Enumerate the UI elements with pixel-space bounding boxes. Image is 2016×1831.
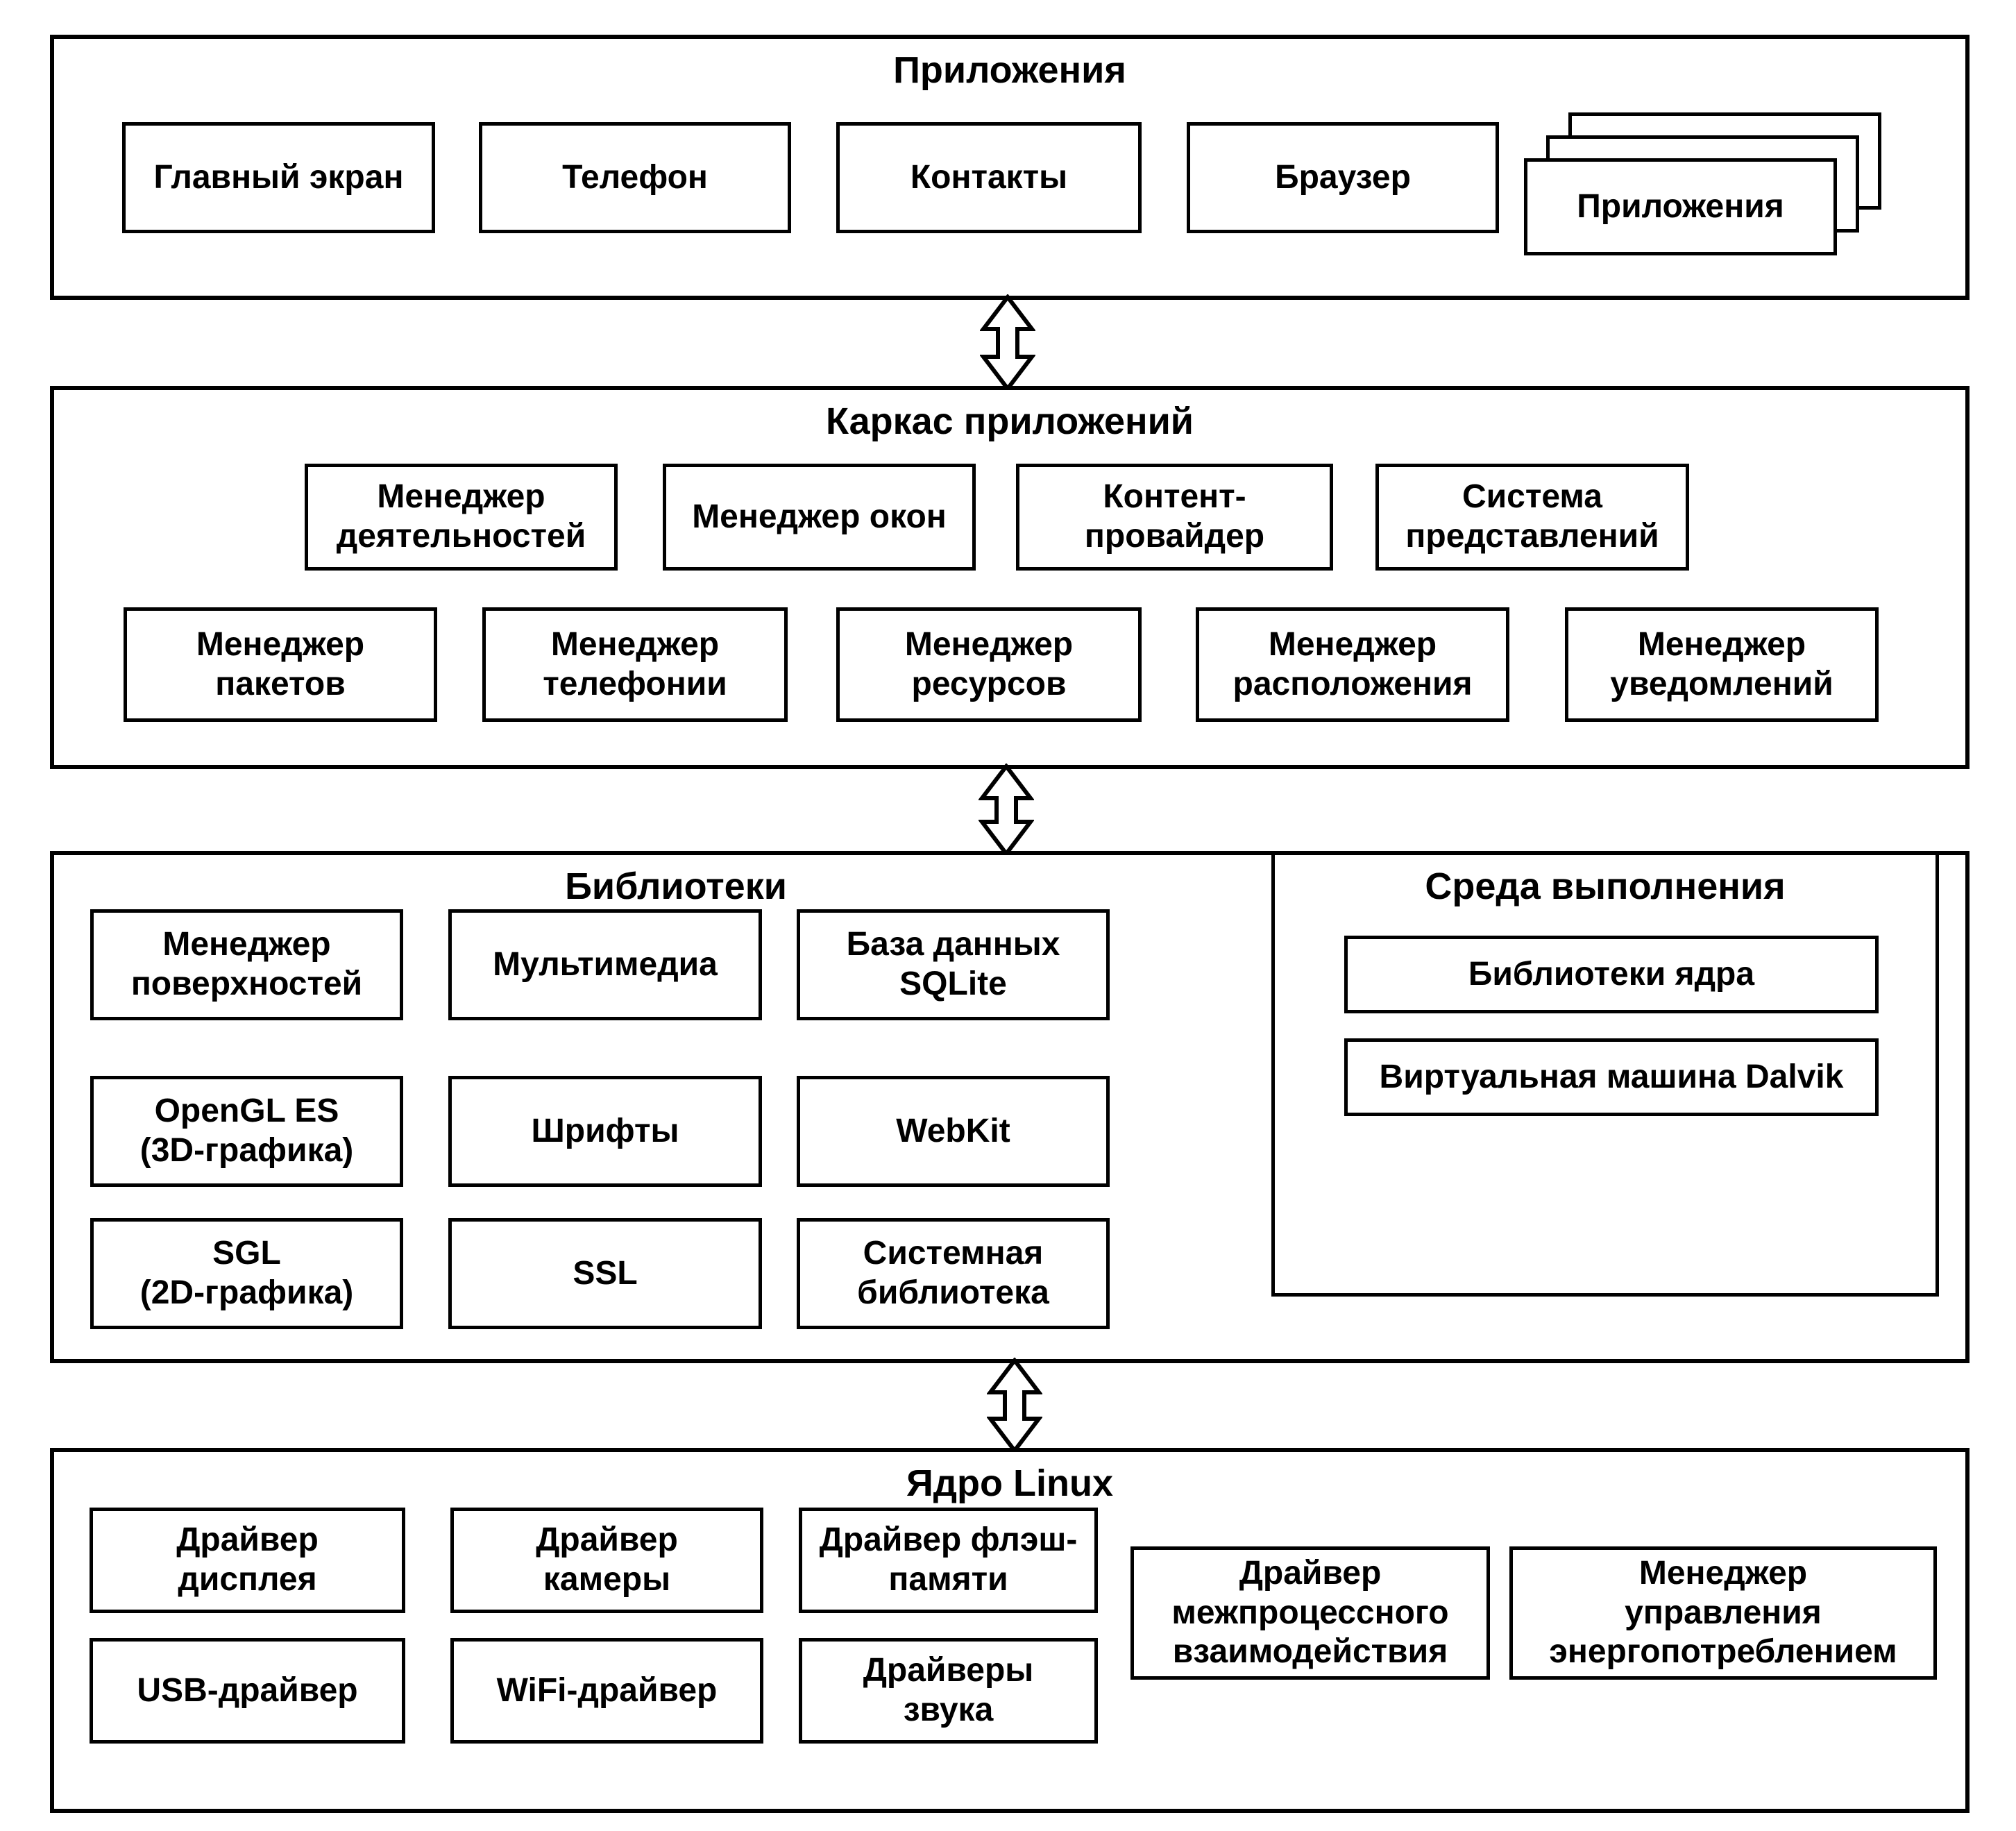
framework-box-resource-manager: Менеджер ресурсов bbox=[836, 607, 1142, 722]
double-arrow-icon bbox=[980, 294, 1035, 391]
library-box-fonts: Шрифты bbox=[448, 1076, 762, 1187]
framework-box-location-manager: Менеджер расположения bbox=[1196, 607, 1509, 722]
library-box-opengl-es: OpenGL ES (3D-графика) bbox=[90, 1076, 403, 1187]
framework-box-activity-manager: Менеджер деятельностей bbox=[305, 464, 618, 571]
framework-box-telephony-manager: Менеджер телефонии bbox=[482, 607, 788, 722]
kernel-box-ipc-driver: Драйвер межпроцессного взаимодействия bbox=[1130, 1546, 1490, 1680]
layer-libraries: Библиотеки Менеджер поверхностей Мультим… bbox=[50, 851, 1970, 1363]
kernel-box-audio-drivers: Драйверы звука bbox=[799, 1638, 1098, 1744]
double-arrow-icon bbox=[979, 763, 1034, 857]
framework-box-package-manager: Менеджер пакетов bbox=[124, 607, 437, 722]
layer-libraries-title: Библиотеки bbox=[565, 866, 787, 907]
library-box-webkit: WebKit bbox=[797, 1076, 1110, 1187]
library-box-system-library: Системная библиотека bbox=[797, 1218, 1110, 1329]
layer-applications-title: Приложения bbox=[893, 49, 1126, 91]
library-box-surface-manager: Менеджер поверхностей bbox=[90, 909, 403, 1020]
layer-linux-kernel: Ядро Linux Драйвер дисплея Драйвер камер… bbox=[50, 1448, 1970, 1813]
kernel-box-power-manager: Менеджер управления энергопотреблением bbox=[1509, 1546, 1937, 1680]
kernel-box-camera-driver: Драйвер камеры bbox=[450, 1508, 763, 1613]
runtime-box-core-libraries: Библиотеки ядра bbox=[1344, 936, 1879, 1013]
layer-application-framework: Каркас приложений Менеджер деятельностей… bbox=[50, 386, 1970, 769]
library-box-multimedia: Мультимедиа bbox=[448, 909, 762, 1020]
runtime-box-dalvik-vm: Виртуальная машина Dalvik bbox=[1344, 1038, 1879, 1116]
kernel-box-wifi-driver: WiFi-драйвер bbox=[450, 1638, 763, 1744]
layer-framework-title: Каркас приложений bbox=[825, 400, 1194, 442]
kernel-box-usb-driver: USB-драйвер bbox=[90, 1638, 405, 1744]
app-box-applications-stack: Приложения bbox=[1524, 158, 1837, 255]
app-box-browser: Браузер bbox=[1187, 122, 1499, 233]
kernel-box-flash-memory-driver: Драйвер флэш- памяти bbox=[799, 1508, 1098, 1613]
library-box-ssl: SSL bbox=[448, 1218, 762, 1329]
double-arrow-icon bbox=[987, 1358, 1042, 1453]
library-box-sgl: SGL (2D-графика) bbox=[90, 1218, 403, 1329]
library-box-sqlite: База данных SQLite bbox=[797, 909, 1110, 1020]
app-box-phone: Телефон bbox=[479, 122, 791, 233]
framework-box-content-provider: Контент- провайдер bbox=[1016, 464, 1333, 571]
layer-kernel-title: Ядро Linux bbox=[906, 1462, 1114, 1504]
runtime-panel: Среда выполнения Библиотеки ядра Виртуал… bbox=[1271, 855, 1939, 1297]
layer-applications: Приложения Главный экран Телефон Контакт… bbox=[50, 35, 1970, 300]
app-box-home-screen: Главный экран bbox=[122, 122, 435, 233]
runtime-title: Среда выполнения bbox=[1425, 866, 1786, 907]
kernel-box-display-driver: Драйвер дисплея bbox=[90, 1508, 405, 1613]
framework-box-notification-manager: Менеджер уведомлений bbox=[1565, 607, 1879, 722]
framework-box-view-system: Система представлений bbox=[1375, 464, 1689, 571]
app-box-contacts: Контакты bbox=[836, 122, 1142, 233]
framework-box-window-manager: Менеджер окон bbox=[663, 464, 976, 571]
